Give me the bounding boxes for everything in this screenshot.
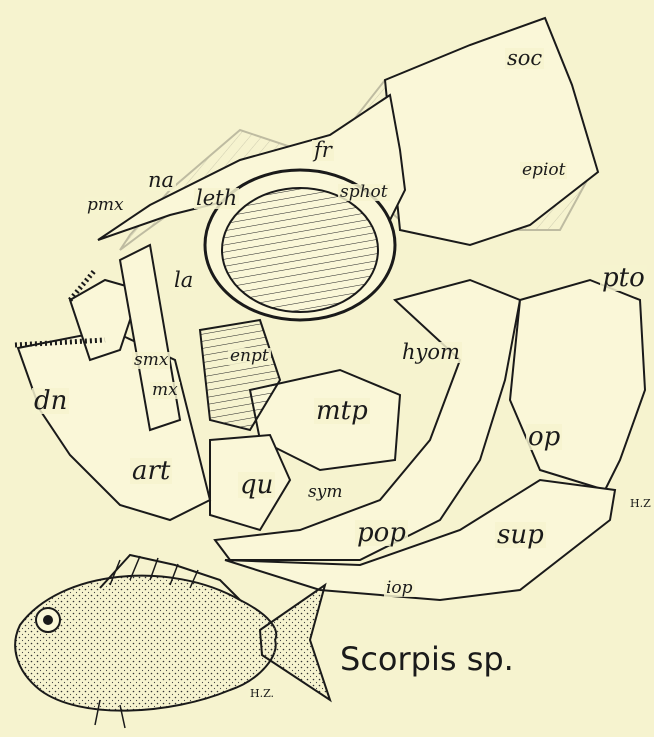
label-sphot: sphot xyxy=(338,184,390,201)
label-pto: pto xyxy=(600,265,647,291)
label-epiot: epiot xyxy=(520,162,567,179)
signature-skull: H.Z xyxy=(628,498,653,509)
label-leth: leth xyxy=(194,188,239,209)
species-caption: Scorpis sp. xyxy=(340,640,514,678)
label-art: art xyxy=(130,458,172,484)
fish-sketch xyxy=(15,555,330,728)
label-enpt: enpt xyxy=(228,348,271,365)
label-iop: iop xyxy=(384,580,415,597)
label-mtp: mtp xyxy=(314,398,370,424)
label-mx: mx xyxy=(150,382,180,399)
label-hyom: hyom xyxy=(400,342,462,363)
label-op: op xyxy=(526,424,562,450)
label-sup: sup xyxy=(495,522,546,548)
label-smx: smx xyxy=(132,352,170,369)
label-la: la xyxy=(172,270,195,291)
label-na: na xyxy=(146,170,176,191)
label-fr: fr xyxy=(312,140,334,161)
label-pop: pop xyxy=(355,520,408,546)
label-qu: qu xyxy=(238,472,275,498)
label-sym: sym xyxy=(306,484,344,501)
suspensorium xyxy=(200,280,645,600)
label-soc: soc xyxy=(505,48,544,69)
label-pmx: pmx xyxy=(85,197,126,214)
label-dn: dn xyxy=(32,388,69,414)
signature-fish: H.Z. xyxy=(248,688,276,699)
